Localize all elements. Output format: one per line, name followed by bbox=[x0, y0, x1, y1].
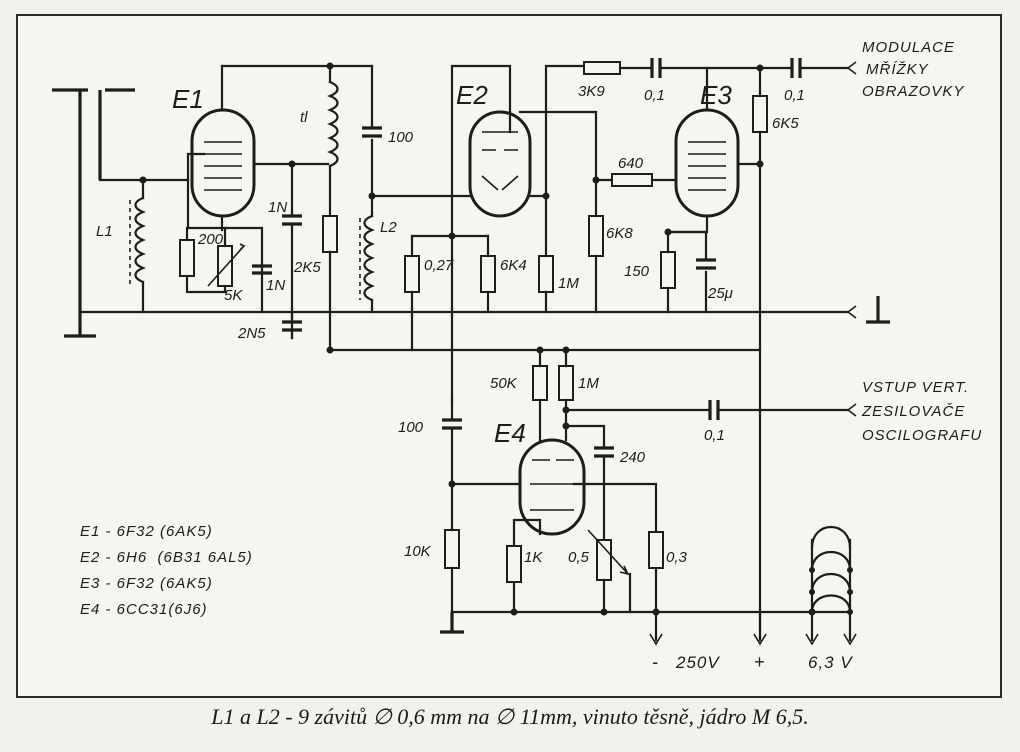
capacitor-240 bbox=[594, 446, 614, 458]
resistor-1k bbox=[506, 545, 522, 583]
capacitor-100-top bbox=[362, 126, 382, 138]
label-6k8: 6K8 bbox=[606, 225, 633, 242]
resistor-6k5 bbox=[752, 95, 768, 133]
resistor-6k4 bbox=[480, 255, 496, 293]
heater-chain bbox=[805, 525, 857, 646]
label-1n-screen: 1N bbox=[268, 199, 287, 216]
antenna bbox=[52, 88, 135, 338]
label-640: 640 bbox=[618, 155, 644, 172]
label-100-top: 100 bbox=[388, 129, 414, 146]
label-1m-b: 1M bbox=[578, 375, 599, 392]
heater-voltage-label: 6,3 V bbox=[808, 653, 853, 672]
label-c01-a: 0,1 bbox=[644, 87, 665, 104]
resistor-2k5 bbox=[322, 215, 338, 253]
capacitor-1n-screen bbox=[282, 214, 302, 226]
label-l1: L1 bbox=[96, 223, 113, 240]
label-2n5: 2N5 bbox=[237, 325, 266, 342]
label-240: 240 bbox=[619, 449, 646, 466]
capacitor-0-1-c bbox=[708, 400, 720, 420]
tube-list-item: E3 - 6F32 (6AK5) bbox=[80, 575, 213, 592]
svg-text:ZESILOVAČE: ZESILOVAČE bbox=[861, 403, 965, 420]
resistor-0-27 bbox=[404, 255, 420, 293]
tube-e4 bbox=[518, 438, 586, 536]
modulation-output-label: MODULACE MŘÍŽKY OBRAZOVKY bbox=[862, 39, 964, 100]
resistor-640 bbox=[611, 173, 653, 187]
label-10k: 10K bbox=[404, 543, 432, 560]
resistor-3k9 bbox=[583, 61, 621, 75]
label-1k: 1K bbox=[524, 549, 543, 566]
label-25u: 25μ bbox=[707, 285, 733, 302]
label-e3: E3 bbox=[700, 80, 732, 110]
label-50k: 50K bbox=[490, 375, 518, 392]
label-2k5: 2K5 bbox=[293, 259, 321, 276]
capacitor-100-left bbox=[442, 418, 462, 430]
label-c01-c: 0,1 bbox=[704, 427, 725, 444]
svg-text:MODULACE: MODULACE bbox=[862, 39, 955, 56]
coil-tl bbox=[327, 64, 339, 218]
resistor-50k bbox=[532, 365, 548, 401]
label-e4: E4 bbox=[494, 418, 526, 448]
resistor-6k8 bbox=[588, 215, 604, 257]
label-200: 200 bbox=[197, 231, 224, 248]
capacitor-0-1-a bbox=[650, 58, 662, 78]
label-6k4: 6K4 bbox=[500, 257, 527, 274]
coil-l2 bbox=[359, 194, 375, 314]
label-1n-cathode: 1N bbox=[266, 277, 285, 294]
resistor-10k bbox=[444, 529, 460, 569]
ground-symbol-right bbox=[866, 296, 890, 324]
tube-list-item: E1 - 6F32 (6AK5) bbox=[80, 523, 213, 540]
label-150: 150 bbox=[624, 263, 650, 280]
label-0-5: 0,5 bbox=[568, 549, 590, 566]
tube-list: E1 - 6F32 (6AK5) E2 - 6H6 (6B31 6AL5) E3… bbox=[80, 523, 253, 618]
resistor-1m-a bbox=[538, 255, 554, 293]
label-1m-a: 1M bbox=[558, 275, 579, 292]
vertical-input-label: VSTUP VERT. ZESILOVAČE OSCILOGRAFU bbox=[861, 379, 982, 444]
svg-text:OBRAZOVKY: OBRAZOVKY bbox=[862, 83, 964, 100]
figure-caption: L1 a L2 - 9 závitů ∅ 0,6 mm na ∅ 11mm, v… bbox=[211, 704, 809, 729]
svg-text:MŘÍŽKY: MŘÍŽKY bbox=[866, 61, 929, 78]
label-e2: E2 bbox=[456, 80, 488, 110]
tube-list-item: E2 - 6H6 (6B31 6AL5) bbox=[80, 549, 253, 566]
svg-text:VSTUP VERT.: VSTUP VERT. bbox=[862, 379, 969, 396]
label-6k5: 6K5 bbox=[772, 115, 799, 132]
pot-0-5 bbox=[596, 539, 612, 581]
label-3k9: 3K9 bbox=[578, 83, 605, 100]
label-tl: tl bbox=[300, 109, 308, 126]
capacitor-0-1-b bbox=[790, 58, 802, 78]
svg-text:OSCILOGRAFU: OSCILOGRAFU bbox=[862, 427, 982, 444]
tube-list-item: E4 - 6CC31(6J6) bbox=[80, 601, 208, 618]
label-100-left: 100 bbox=[398, 419, 424, 436]
resistor-200 bbox=[179, 239, 195, 277]
resistor-0-3 bbox=[648, 531, 664, 569]
capacitor-25u bbox=[696, 258, 716, 270]
label-0-3: 0,3 bbox=[666, 549, 688, 566]
supply-minus-label: - bbox=[652, 652, 659, 672]
label-e1: E1 bbox=[172, 84, 204, 114]
label-c01-b: 0,1 bbox=[784, 87, 805, 104]
supply-voltage-label: 250V bbox=[675, 653, 720, 672]
capacitor-1n-cathode bbox=[252, 264, 272, 275]
coil-l1 bbox=[129, 178, 146, 314]
label-l2: L2 bbox=[380, 219, 397, 236]
label-5k: 5K bbox=[224, 287, 243, 304]
tube-e2 bbox=[468, 110, 532, 218]
label-0-27: 0,27 bbox=[424, 257, 454, 274]
resistor-150 bbox=[660, 251, 676, 289]
resistor-1m-b bbox=[558, 365, 574, 401]
supply-plus-label: + bbox=[754, 652, 766, 672]
